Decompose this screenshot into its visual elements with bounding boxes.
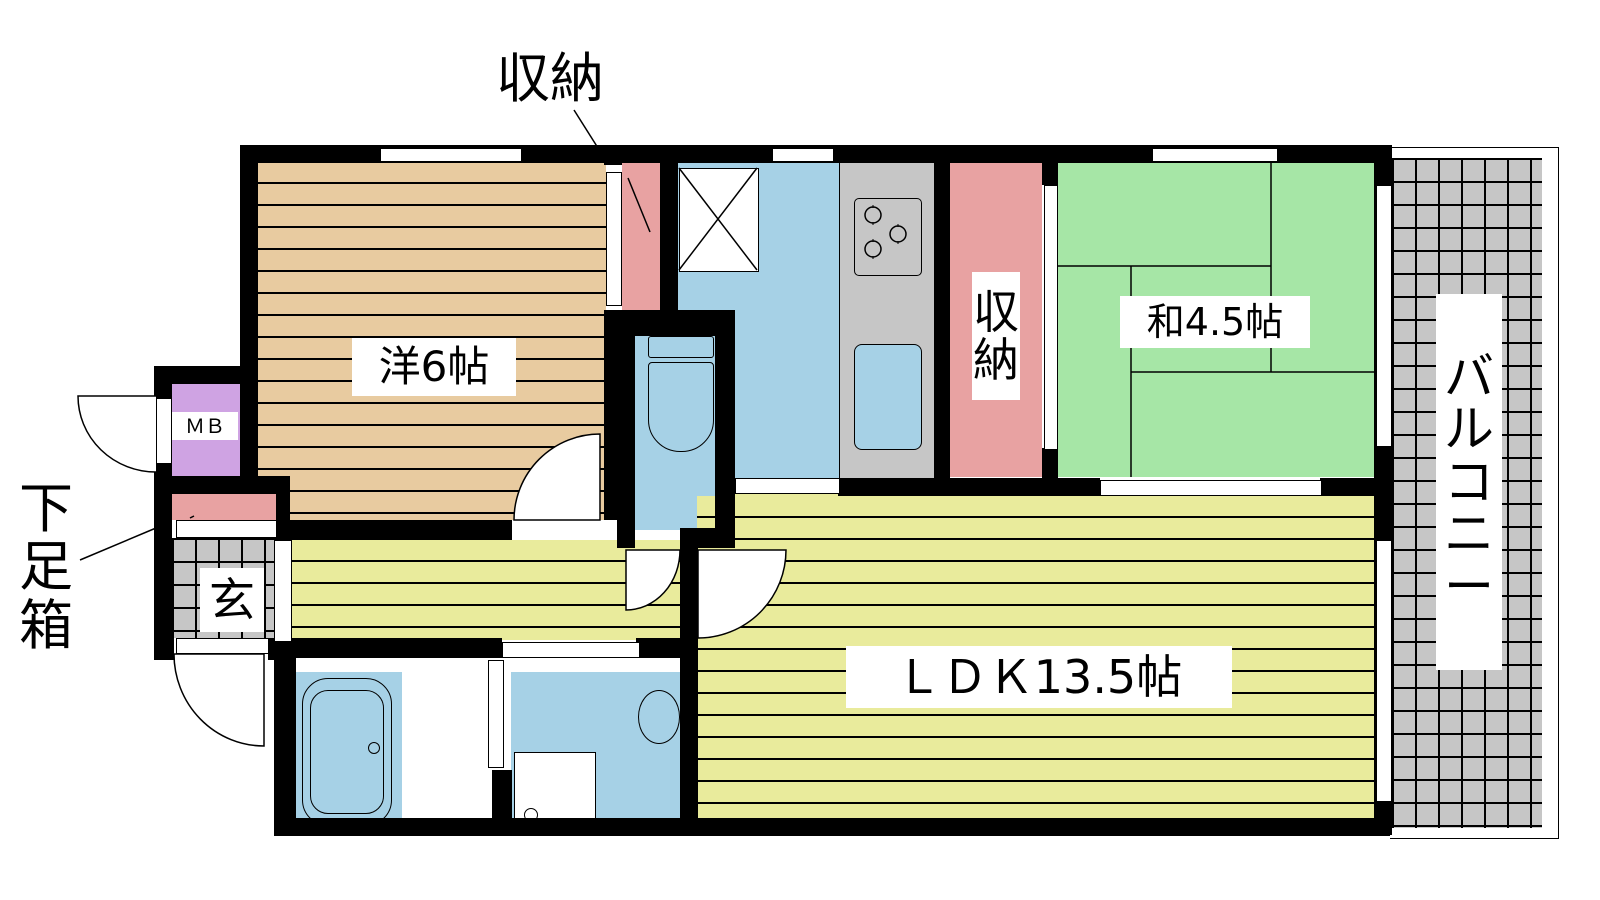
hallway bbox=[290, 540, 684, 640]
closet-top bbox=[622, 162, 660, 310]
wall bbox=[1042, 448, 1058, 494]
shoe-box-char: 下 bbox=[19, 477, 73, 540]
storage-top-callout-label: 収納 bbox=[496, 47, 604, 110]
balcony-door-ldk[interactable] bbox=[1376, 540, 1392, 802]
wall bbox=[276, 520, 512, 540]
wall bbox=[1320, 478, 1380, 496]
wall bbox=[1042, 145, 1058, 185]
mb-door-frame bbox=[156, 398, 172, 464]
sliding-door-closet[interactable] bbox=[1044, 185, 1058, 450]
wall bbox=[934, 145, 950, 495]
wall bbox=[154, 366, 258, 384]
sliding-door-japanese-ldk[interactable] bbox=[1100, 480, 1322, 496]
wall bbox=[240, 145, 258, 480]
wall bbox=[838, 478, 1100, 496]
storage-char: 収 bbox=[973, 284, 1019, 339]
entrance-label: 玄 bbox=[200, 568, 264, 632]
callout-line-storage-top bbox=[573, 109, 651, 233]
wall bbox=[154, 638, 174, 660]
balcony-door-japanese[interactable] bbox=[1376, 185, 1392, 447]
balcony-label: バ ル コ ニ ー bbox=[1436, 294, 1502, 670]
door-swing-entrance[interactable] bbox=[172, 652, 266, 748]
kitchen-sink bbox=[854, 344, 922, 450]
door-swing-toilet[interactable] bbox=[624, 548, 684, 612]
bath-floor bbox=[402, 672, 488, 834]
wall bbox=[617, 310, 635, 548]
burner-icon bbox=[864, 205, 907, 259]
wall bbox=[604, 145, 622, 165]
meter-box-label: ＭＢ bbox=[172, 412, 238, 440]
shoe-box-char: 箱 bbox=[19, 593, 73, 657]
window-kitchen bbox=[772, 148, 834, 162]
wall bbox=[274, 818, 1390, 836]
japanese-room-label: 和4.5帖 bbox=[1120, 296, 1310, 348]
toilet-tank bbox=[648, 336, 714, 358]
ldk-label: ＬＤＫ13.5帖 bbox=[846, 646, 1232, 708]
balcony-char: ー bbox=[1444, 557, 1494, 616]
fridge-cross-icon bbox=[678, 167, 758, 271]
window-japanese-room bbox=[1152, 148, 1278, 162]
wall bbox=[492, 770, 512, 836]
callout-line-shoe-box bbox=[79, 515, 195, 561]
balcony-char: コ bbox=[1444, 452, 1494, 511]
wall bbox=[274, 652, 296, 836]
closet-folding-door[interactable] bbox=[606, 172, 622, 306]
door-swing-mb[interactable] bbox=[76, 394, 158, 474]
balcony-char: ル bbox=[1444, 400, 1494, 459]
wash-basin bbox=[638, 690, 680, 744]
door-swing-western-room[interactable] bbox=[512, 432, 604, 522]
sliding-door-washroom[interactable] bbox=[502, 642, 640, 658]
balcony-char: ニ bbox=[1444, 505, 1494, 564]
shoe-box-callout-label: 下 足 箱 bbox=[14, 477, 78, 657]
wall bbox=[680, 528, 734, 548]
shoe-box bbox=[172, 494, 276, 520]
storage-char: 納 bbox=[973, 333, 1019, 387]
storage-kitchen-label: 収 納 bbox=[972, 272, 1020, 400]
wall bbox=[154, 476, 290, 494]
wall bbox=[660, 145, 678, 315]
wall bbox=[715, 310, 735, 548]
wall bbox=[680, 548, 698, 836]
kitchen-opening bbox=[735, 478, 840, 494]
toilet-bowl bbox=[648, 362, 714, 452]
door-swing-ldk[interactable] bbox=[696, 548, 788, 640]
bath-folding-door[interactable] bbox=[488, 660, 504, 768]
shoe-box-char: 足 bbox=[19, 535, 73, 599]
bathtub-drain bbox=[368, 742, 380, 754]
western-room-label: 洋6帖 bbox=[352, 338, 516, 396]
entrance-door-frame bbox=[274, 540, 292, 642]
wall bbox=[274, 638, 502, 658]
balcony-char: バ bbox=[1444, 347, 1494, 406]
window-western-room bbox=[380, 148, 522, 162]
